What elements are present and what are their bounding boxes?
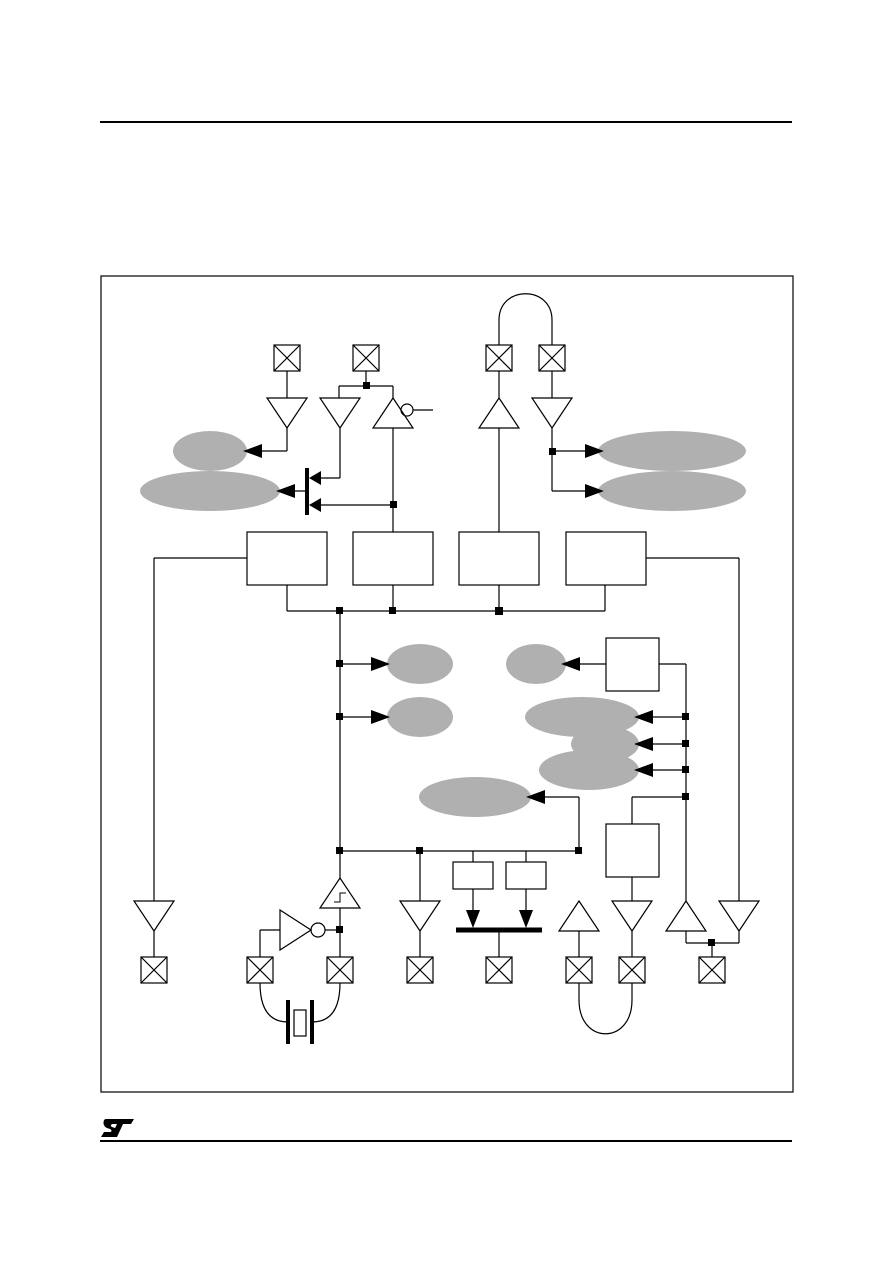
arrow-icon: [634, 710, 653, 724]
arrow-icon: [634, 763, 653, 777]
inverter-icon: [279, 908, 313, 952]
arrow-icon: [526, 790, 545, 804]
buffer-triangle-icon: [371, 396, 415, 429]
junction-dot-icon: [336, 713, 343, 720]
pin-pad-icon: [698, 956, 726, 984]
pin-loop: [498, 293, 553, 345]
pin-pad-icon: [485, 344, 513, 372]
junction-dot-icon: [390, 501, 397, 508]
blob: [598, 471, 746, 511]
junction-dot-icon: [336, 607, 343, 614]
buffer-triangle-icon: [664, 899, 708, 932]
buffer-triangle-icon: [610, 900, 654, 933]
buffer-triangle-icon: [530, 397, 574, 430]
blob: [506, 644, 566, 684]
junction-dot-icon: [336, 926, 343, 933]
junction-dot-icon: [682, 793, 689, 800]
arrow-icon: [243, 444, 262, 458]
arrow-icon: [466, 910, 480, 928]
pin-pad-icon: [352, 344, 380, 372]
buffer-triangle-icon: [717, 900, 761, 933]
junction-dot-icon: [336, 660, 343, 667]
inverter-bubble: [400, 403, 414, 417]
arrow-group: [243, 444, 653, 928]
junction-dot-icon: [336, 847, 343, 854]
blob: [387, 644, 453, 684]
block: [505, 861, 547, 890]
arrow-icon: [371, 657, 390, 671]
pin-loop: [578, 983, 633, 1035]
junction-dot-icon: [549, 448, 556, 455]
blob: [539, 750, 639, 790]
junction-dot-icon: [389, 607, 396, 614]
diagram-frame: [100, 275, 794, 1093]
arrow-icon: [519, 910, 533, 928]
junction-dot-icon: [575, 847, 582, 854]
junction-dot-icon: [682, 740, 689, 747]
buffer-triangle-icon: [265, 397, 309, 430]
pin-pad-icon: [618, 956, 646, 984]
junction-dot-icon: [682, 713, 689, 720]
arrow-icon: [634, 737, 653, 751]
block: [458, 531, 540, 586]
pin-pad-icon: [326, 956, 354, 984]
arrow-icon: [585, 484, 604, 498]
arrow-icon: [561, 657, 580, 671]
block: [605, 823, 660, 878]
pin-pad-icon: [273, 344, 301, 372]
pin-pad-icon: [538, 344, 566, 372]
junction-dot-icon: [495, 607, 503, 615]
blob: [419, 777, 531, 817]
buffer-triangle-icon: [318, 397, 362, 430]
block: [452, 861, 494, 890]
arrow-icon: [309, 498, 321, 512]
block: [352, 531, 434, 586]
buffer-triangle-icon: [557, 899, 601, 932]
pin-pad-icon: [406, 956, 434, 984]
buffer-triangle-icon: [398, 900, 442, 933]
block: [565, 531, 647, 586]
block: [246, 531, 328, 586]
arrow-icon: [276, 484, 295, 498]
arrow-icon: [371, 710, 390, 724]
pin-pad-icon: [485, 956, 513, 984]
st-logo-icon: [101, 1119, 134, 1137]
arrow-icon: [309, 471, 321, 485]
footer-rule: [100, 1140, 792, 1142]
pin-pad-icon: [565, 956, 593, 984]
junction-dot-icon: [682, 766, 689, 773]
pin-pad-icon: [140, 956, 168, 984]
blob-group: [140, 431, 746, 817]
blob: [387, 697, 453, 737]
blob: [598, 431, 746, 471]
junction-dot-icon: [708, 939, 715, 946]
header-rule: [100, 121, 792, 123]
blob: [140, 471, 280, 511]
buffer-triangle-icon: [132, 900, 176, 933]
junction-dot-group: [336, 382, 715, 946]
buffer-triangle-icon: [477, 396, 521, 429]
junction-dot-icon: [363, 382, 370, 389]
pin-pad-icon: [246, 956, 274, 984]
arrow-icon: [585, 444, 604, 458]
block: [605, 637, 660, 692]
blob: [173, 431, 247, 471]
junction-dot-icon: [416, 847, 423, 854]
